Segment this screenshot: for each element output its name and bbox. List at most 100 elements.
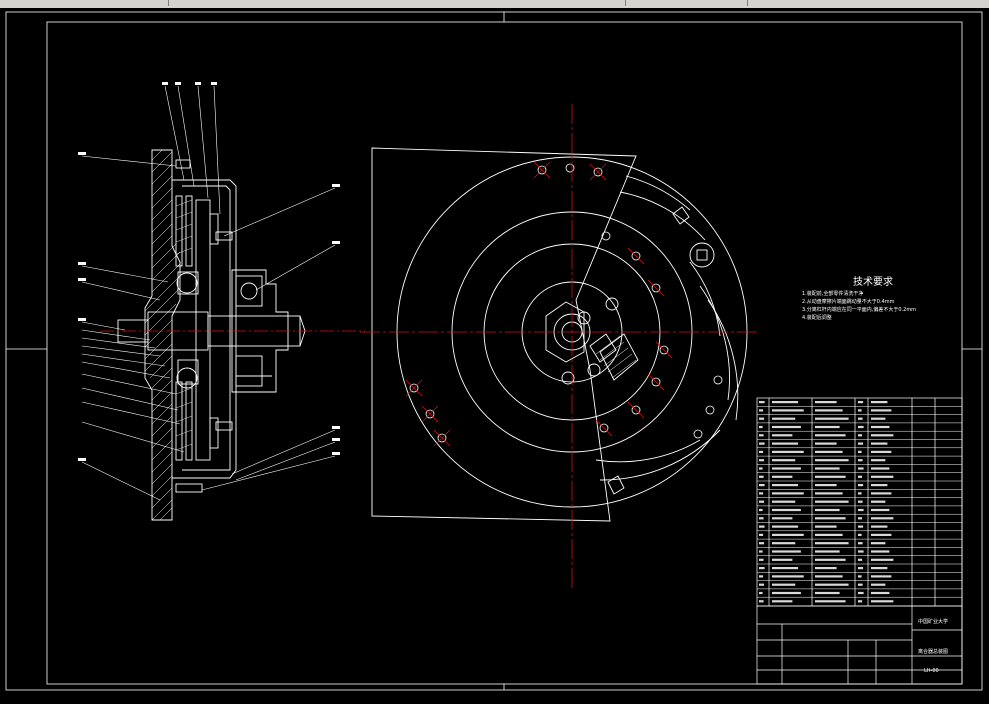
parts-list-cell-text (858, 484, 864, 487)
parts-list-cell-text (871, 575, 892, 578)
parts-list-cell-text (759, 591, 763, 595)
parts-list-cell-text (772, 550, 801, 553)
parts-list-cell-text (772, 542, 796, 545)
parts-list-cell-text (772, 450, 804, 453)
parts-list-cell-text (858, 567, 864, 570)
leader-lines (81, 85, 336, 501)
parts-list-cell-text (815, 459, 849, 462)
technical-requirement-item: 1.装配前,全部零件清洗干净 (802, 291, 864, 297)
parts-list-cell-text (815, 508, 840, 512)
parts-list-cell-text (858, 500, 863, 503)
parts-list-cell-text (815, 401, 837, 404)
parts-list-cell-text (759, 583, 765, 586)
parts-list-cell-text (815, 425, 840, 429)
parts-list-cell-text (772, 425, 801, 429)
parts-list-cell-text (815, 409, 843, 412)
bolt-holes (409, 163, 723, 443)
parts-list-cell-text (815, 542, 849, 545)
parts-list-cell-text (815, 517, 846, 520)
parts-list-cell-text (772, 417, 796, 420)
parts-list-cell-text (815, 583, 849, 586)
parts-list-cell-text (772, 484, 799, 487)
parts-list-cell-text (858, 533, 862, 536)
cad-drawing-canvas[interactable]: 技术要求 1.装配前,全部零件清洗干净 2.从动盘摩擦片端面跳动量不大于0.4m… (0, 8, 989, 700)
parts-list-cell-text (772, 500, 796, 503)
parts-list-cell-text (759, 442, 765, 445)
parts-list-cell-text (772, 517, 793, 520)
parts-list-cell-text (759, 542, 765, 545)
parts-list-cell-text (858, 401, 864, 404)
parts-list-cell-text (815, 450, 843, 453)
parts-list-cell-text (759, 500, 765, 503)
window-toolbar-strip (0, 0, 989, 8)
parts-list-cell-text (815, 558, 846, 561)
parts-list-cell-text (772, 467, 801, 470)
parts-list-cell-text (772, 583, 796, 586)
parts-list-cell-text (871, 417, 886, 420)
parts-list-cell-text (871, 425, 890, 429)
parts-list-cell-text (759, 434, 764, 437)
parts-list-cell-text (858, 409, 862, 412)
parts-list-cell-text (871, 434, 894, 437)
parts-list-cell-text (858, 591, 864, 595)
parts-list-cell-text (759, 492, 764, 495)
parts-list-cell-text (772, 401, 799, 404)
parts-list-cell-text (858, 425, 864, 429)
parts-list-cell-text (772, 600, 793, 603)
parts-list-cell-text (815, 525, 837, 528)
parts-list-cell-text (871, 567, 888, 570)
parts-list-rows (757, 406, 962, 598)
parts-list-cell-text (759, 508, 763, 512)
parts-list-cell-text (858, 583, 863, 586)
parts-list-cell-text (815, 434, 846, 437)
parts-list-cell-text (858, 517, 863, 520)
parts-list-cell-text (815, 442, 837, 445)
parts-list-cell-text (858, 542, 863, 545)
parts-list-cell-text (772, 533, 804, 536)
outer-frame (5, 11, 983, 691)
toolbar-segment[interactable] (170, 0, 626, 6)
parts-list-cell-text (871, 442, 888, 445)
parts-list-cell-text (858, 467, 864, 470)
parts-list-cell-text (759, 450, 764, 453)
parts-list-cell-text (759, 409, 764, 412)
parts-list-cell-text (871, 467, 890, 470)
parts-list-cell-text (759, 401, 765, 404)
parts-list-cell-text (772, 567, 799, 570)
parts-list-cell-text (759, 575, 764, 578)
parts-list-cell-text (858, 550, 864, 553)
parts-list-cell-text (871, 600, 894, 603)
parts-list-cell-text (815, 492, 843, 495)
title-block-school: 中国矿业大学 (918, 619, 949, 625)
parts-list-cell-text (858, 525, 864, 528)
parts-list-cell-text (815, 484, 837, 487)
parts-list-cell-text (759, 417, 765, 420)
title-block (756, 605, 963, 685)
parts-list-cell-text (759, 517, 764, 520)
parts-list-cell-text (759, 550, 763, 553)
toolbar-segment[interactable] (627, 0, 748, 6)
parts-list-cell-text (772, 558, 793, 561)
parts-list-cell-text (815, 591, 840, 595)
parts-list-cell-text (871, 484, 888, 487)
parts-list-cell-text (871, 525, 888, 528)
parts-list-cell-text (858, 575, 862, 578)
parts-list-cell-text (858, 417, 863, 420)
parts-list-cell-text (772, 492, 804, 495)
drawing-svg (5, 11, 983, 691)
title-block-drawing-no: LH-00 (924, 668, 939, 674)
parts-list-cell-text (759, 567, 765, 570)
toolbar-segment[interactable] (0, 0, 169, 6)
parts-list-cell-text (815, 550, 840, 553)
parts-list-cell-text (772, 409, 804, 412)
technical-requirement-item: 2.从动盘摩擦片端面跳动量不大于0.4mm (802, 299, 895, 305)
parts-list-cell-text (871, 500, 886, 503)
parts-list-cell-text (858, 434, 863, 437)
technical-requirement-item: 4.装配后调整 (802, 315, 832, 321)
parts-list-cell-text (871, 542, 886, 545)
parts-list-cell-text (815, 567, 837, 570)
parts-list-cell-text (759, 484, 765, 487)
parts-list-cell-text (759, 425, 763, 429)
hatch-square (595, 335, 637, 379)
parts-list-cell-text (772, 475, 793, 478)
